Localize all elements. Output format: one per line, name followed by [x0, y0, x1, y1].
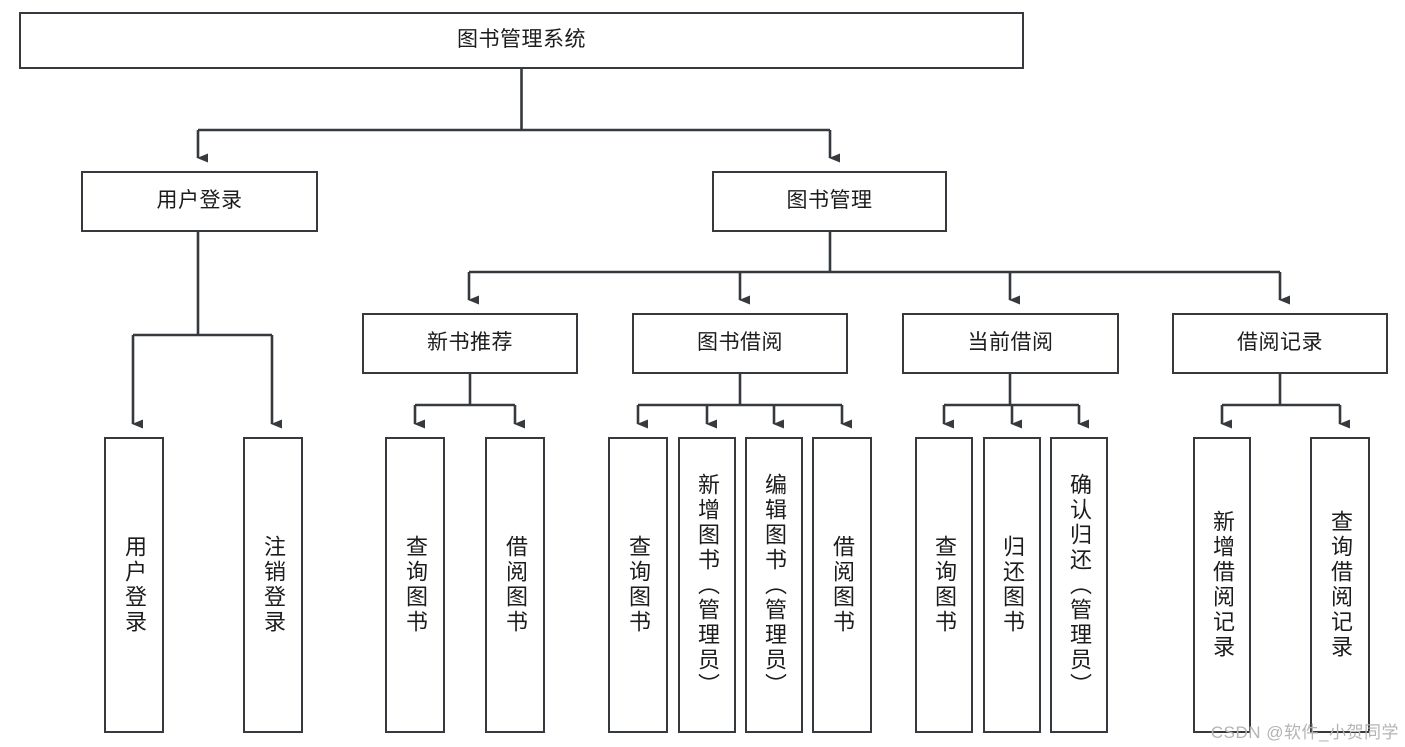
node-label: 新增借阅记录 — [1210, 510, 1235, 660]
connectors-user-login — [131, 232, 282, 429]
connectors-current-borrow — [942, 374, 1089, 429]
node-label: 图书借阅 — [697, 331, 783, 355]
node-borrow-record[interactable]: 借阅记录 — [1172, 313, 1388, 374]
node-leaf-borrow-book-2[interactable]: 借阅图书 — [812, 437, 872, 733]
node-label: 查询图书 — [403, 535, 428, 635]
node-leaf-user-login[interactable]: 用户登录 — [104, 437, 164, 733]
node-label: 新书推荐 — [427, 331, 513, 355]
node-label: 借阅图书 — [503, 535, 528, 635]
node-label: 新增图书（管理员） — [695, 472, 720, 698]
node-root-system[interactable]: 图书管理系统 — [19, 12, 1024, 69]
connectors-root — [196, 69, 840, 163]
node-label: 查询图书 — [932, 535, 957, 635]
node-label: 注销登录 — [261, 535, 286, 635]
connectors-new-book-recommend — [413, 374, 525, 429]
node-new-book-recommend[interactable]: 新书推荐 — [362, 313, 578, 374]
connectors-borrow-record — [1220, 374, 1350, 429]
connectors-book-borrow — [636, 374, 852, 429]
node-leaf-confirm-return[interactable]: 确认归还（管理员） — [1050, 437, 1108, 733]
node-leaf-query-book-2[interactable]: 查询图书 — [608, 437, 668, 733]
node-label: 确认归还（管理员） — [1067, 472, 1092, 698]
node-leaf-logout[interactable]: 注销登录 — [243, 437, 303, 733]
node-label: 图书管理 — [786, 189, 873, 213]
node-label: 归还图书 — [1000, 535, 1025, 635]
node-user-login[interactable]: 用户登录 — [81, 171, 318, 232]
connectors-book-management — [467, 232, 1290, 305]
node-current-borrow[interactable]: 当前借阅 — [902, 313, 1119, 374]
node-book-management[interactable]: 图书管理 — [712, 171, 947, 232]
node-leaf-add-book[interactable]: 新增图书（管理员） — [678, 437, 736, 733]
node-leaf-query-book-1[interactable]: 查询图书 — [385, 437, 445, 733]
node-leaf-query-book-3[interactable]: 查询图书 — [915, 437, 973, 733]
node-label: 借阅图书 — [830, 535, 855, 635]
node-label: 用户登录 — [122, 535, 147, 635]
node-leaf-borrow-book-1[interactable]: 借阅图书 — [485, 437, 545, 733]
node-leaf-return-book[interactable]: 归还图书 — [983, 437, 1041, 733]
node-book-borrow[interactable]: 图书借阅 — [632, 313, 848, 374]
node-label: 图书管理系统 — [457, 28, 586, 52]
node-label: 借阅记录 — [1237, 331, 1323, 355]
node-label: 查询借阅记录 — [1328, 510, 1353, 660]
node-leaf-edit-book[interactable]: 编辑图书（管理员） — [745, 437, 803, 733]
node-label: 查询图书 — [626, 535, 651, 635]
node-label: 当前借阅 — [967, 331, 1054, 355]
node-label: 用户登录 — [156, 189, 243, 213]
node-leaf-query-record[interactable]: 查询借阅记录 — [1310, 437, 1370, 733]
node-label: 编辑图书（管理员） — [762, 472, 787, 698]
node-leaf-add-record[interactable]: 新增借阅记录 — [1193, 437, 1251, 733]
watermark-text: CSDN @软件_小贺同学 — [1210, 723, 1399, 742]
